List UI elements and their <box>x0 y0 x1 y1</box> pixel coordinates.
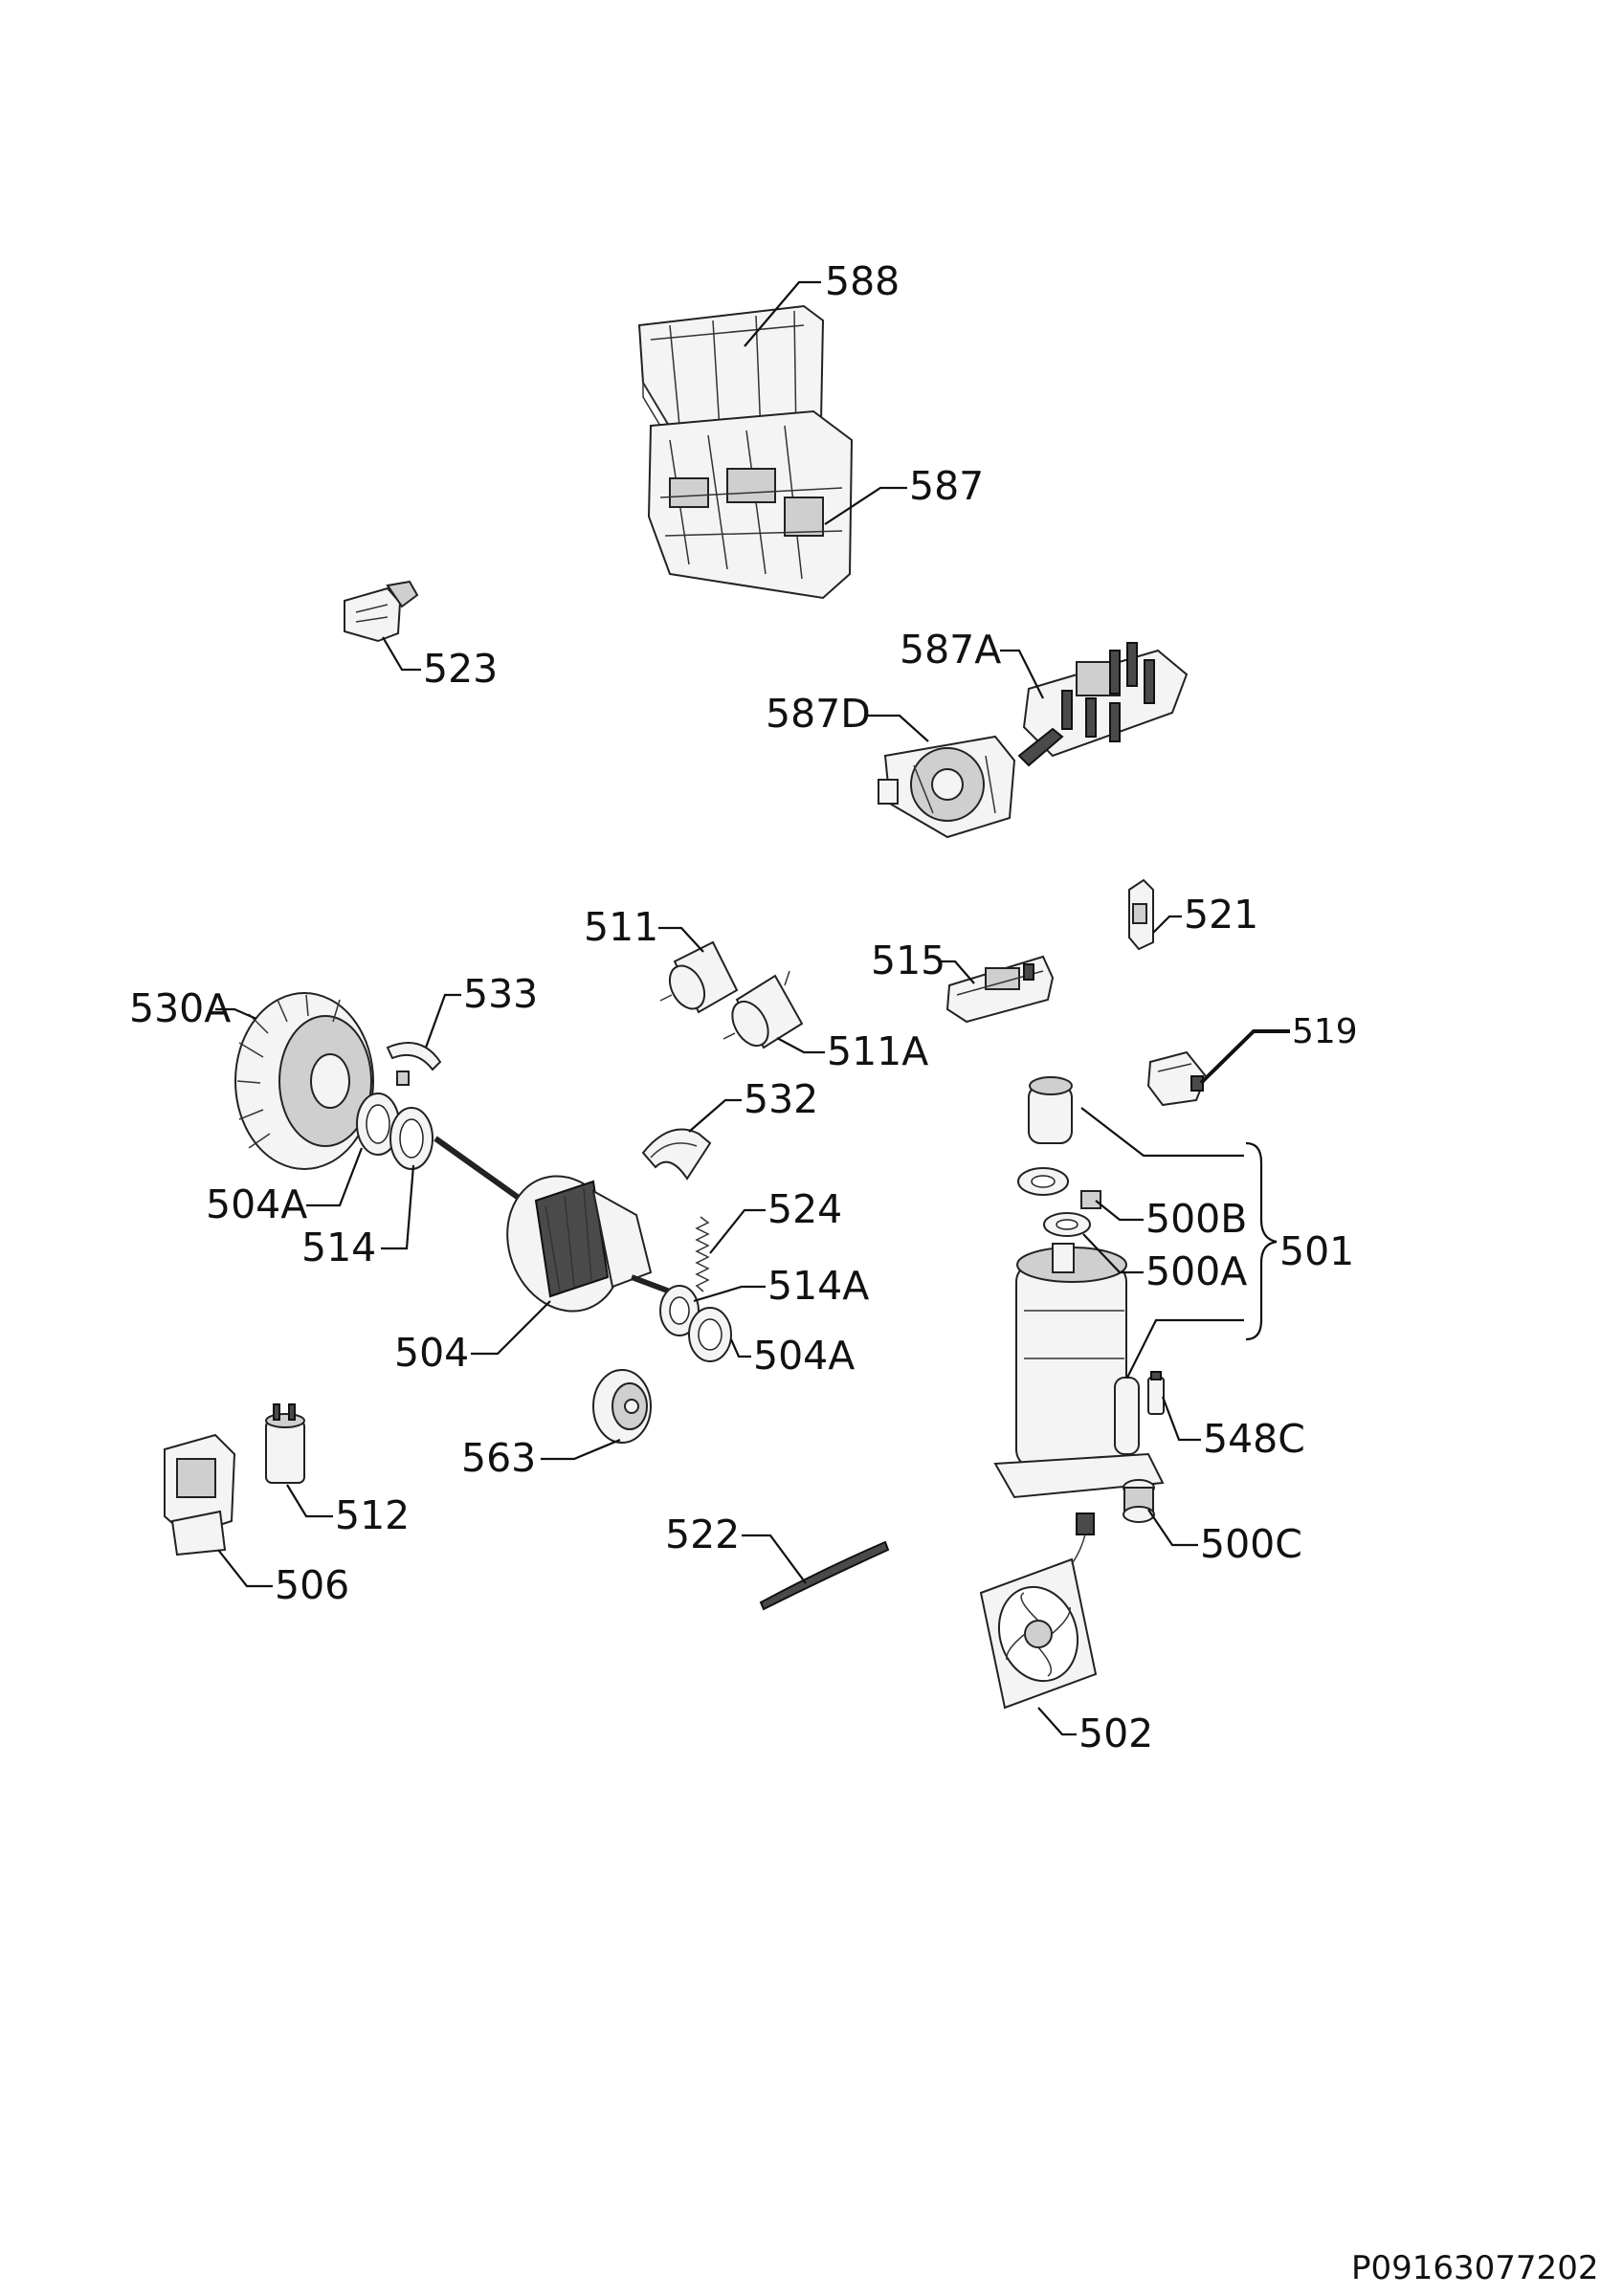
leader-523 <box>382 636 421 672</box>
leader-500A-b <box>1126 1318 1244 1379</box>
label-514A: 514A <box>767 1263 869 1309</box>
part-511A-capacitor <box>723 970 804 1049</box>
label-500B: 500B <box>1145 1196 1247 1242</box>
label-500C: 500C <box>1200 1521 1302 1567</box>
label-587: 587 <box>909 463 984 509</box>
leader-588 <box>744 280 821 347</box>
leader-511 <box>658 926 704 953</box>
leader-532 <box>688 1098 742 1133</box>
label-511A: 511A <box>827 1028 928 1074</box>
label-548C: 548C <box>1203 1416 1305 1462</box>
label-501: 501 <box>1279 1228 1354 1274</box>
leader-512 <box>286 1484 333 1518</box>
leader-521 <box>1152 915 1182 934</box>
part-524-spring <box>695 1216 710 1292</box>
label-500A: 500A <box>1145 1248 1247 1294</box>
part-500B-grommet <box>1017 1167 1101 1209</box>
part-504A-ring-left <box>356 1093 400 1156</box>
leader-515 <box>938 960 975 984</box>
leader-519 <box>1199 1029 1290 1085</box>
part-522-strip <box>759 1540 890 1611</box>
part-500B-part <box>1028 1076 1073 1144</box>
label-533: 533 <box>463 971 538 1017</box>
leader-500B-a <box>1080 1107 1244 1158</box>
bracket-501 <box>1245 1141 1278 1341</box>
leader-522 <box>742 1534 807 1584</box>
leader-587A <box>1000 649 1044 699</box>
leader-504A-left <box>306 1147 364 1207</box>
part-548C-relay <box>1147 1371 1165 1415</box>
part-521-sensor <box>1128 878 1154 951</box>
leader-563 <box>541 1438 621 1461</box>
leader-506 <box>217 1549 273 1588</box>
reference-code: P09163077202 <box>1351 2249 1598 2287</box>
label-504A-left: 504A <box>206 1181 307 1227</box>
part-587A-power-board <box>1017 642 1189 767</box>
leader-530A <box>215 1007 257 1021</box>
part-512-capacitor <box>265 1403 305 1484</box>
part-504A-ring-right <box>688 1307 732 1362</box>
label-563: 563 <box>461 1435 536 1481</box>
leader-587D <box>866 714 929 742</box>
part-533-clamp <box>386 1042 442 1086</box>
part-587D-selector-module <box>878 735 1016 839</box>
leader-504 <box>471 1300 551 1356</box>
leader-587 <box>824 486 907 525</box>
leader-514 <box>381 1164 415 1250</box>
label-512: 512 <box>335 1492 410 1538</box>
label-521: 521 <box>1184 892 1258 938</box>
leader-502 <box>1037 1707 1077 1736</box>
label-506: 506 <box>275 1562 349 1608</box>
part-502-cooling-fan <box>979 1512 1098 1710</box>
part-530A-fan-wheel <box>234 992 374 1170</box>
label-514: 514 <box>301 1225 376 1270</box>
leader-548C <box>1161 1396 1201 1442</box>
leader-500C <box>1147 1509 1198 1547</box>
label-524: 524 <box>767 1186 842 1232</box>
label-504A-right: 504A <box>753 1333 855 1379</box>
part-500C-grommet <box>1123 1479 1155 1523</box>
label-511: 511 <box>584 904 658 950</box>
label-523: 523 <box>423 646 498 692</box>
leader-533 <box>424 993 461 1049</box>
part-514-seal <box>389 1107 434 1170</box>
part-506-pump <box>164 1433 236 1556</box>
part-515-door-lock <box>945 955 1055 1024</box>
part-500A-grommet <box>1043 1212 1091 1237</box>
label-530A: 530A <box>129 985 231 1031</box>
part-501-compressor <box>993 1243 1165 1499</box>
label-587D: 587D <box>766 691 871 737</box>
leader-504A-right <box>729 1338 751 1358</box>
label-588: 588 <box>825 258 900 304</box>
label-532: 532 <box>744 1076 818 1122</box>
part-523-connector <box>344 580 419 643</box>
part-514A-seal <box>659 1285 700 1336</box>
part-511-capacitor <box>659 940 739 1014</box>
leader-524 <box>709 1208 766 1254</box>
part-563-pulley <box>592 1369 652 1444</box>
label-522: 522 <box>665 1512 740 1557</box>
leader-500B <box>1095 1200 1144 1222</box>
part-587-control-board <box>647 409 854 600</box>
label-502: 502 <box>1078 1711 1153 1756</box>
leader-511A <box>776 1037 825 1054</box>
part-504-motor <box>434 1136 672 1313</box>
label-515: 515 <box>871 938 945 983</box>
part-519-sensor-plug <box>1146 1050 1208 1107</box>
label-504: 504 <box>394 1330 469 1376</box>
part-532-bracket <box>641 1128 712 1181</box>
leader-514A <box>693 1285 766 1303</box>
label-519: 519 <box>1292 1012 1358 1051</box>
leader-500A <box>1082 1233 1144 1274</box>
label-587A: 587A <box>900 627 1001 673</box>
